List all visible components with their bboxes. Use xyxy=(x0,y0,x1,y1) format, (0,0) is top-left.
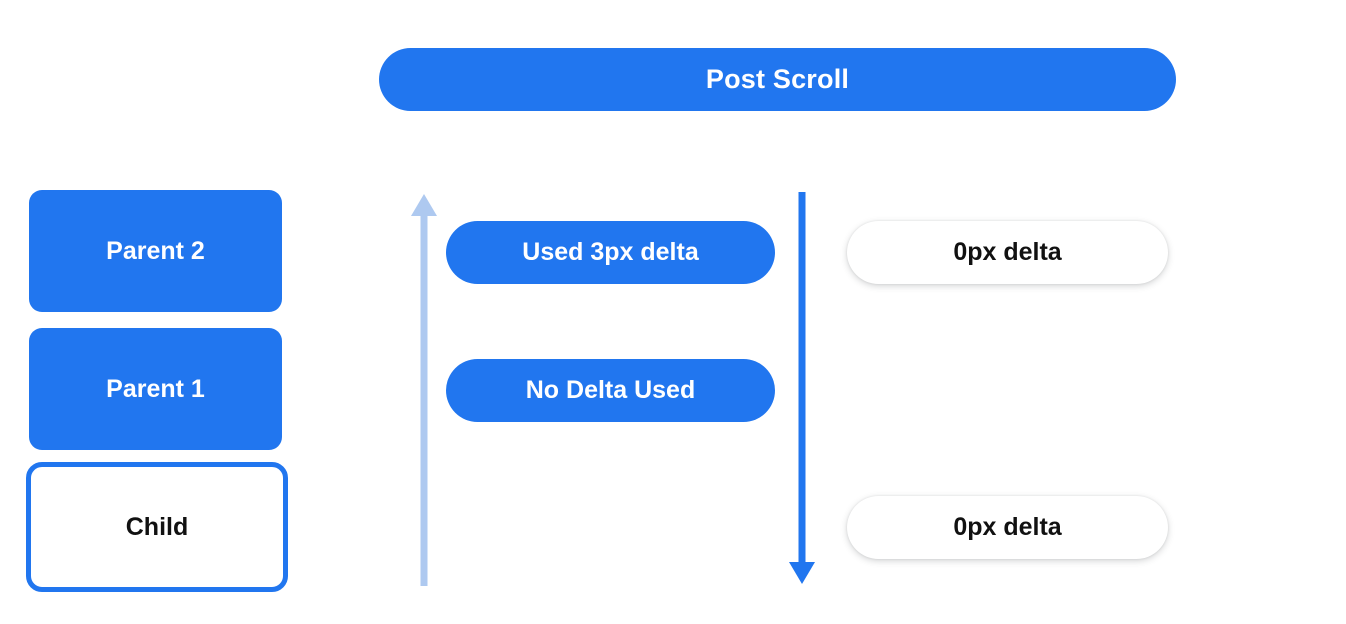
pill-delta-bottom: 0px delta xyxy=(847,496,1168,559)
pill-no-delta-used: No Delta Used xyxy=(446,359,775,422)
pill-no-delta-used-label: No Delta Used xyxy=(525,376,696,404)
pill-delta-bottom-label: 0px delta xyxy=(953,513,1062,541)
stack-box-parent-2: Parent 2 xyxy=(29,190,282,312)
pill-delta-top-label: 0px delta xyxy=(953,238,1062,266)
pill-used-3px-delta-label: Used 3px delta xyxy=(522,238,699,266)
stack-box-child: Child xyxy=(26,462,288,592)
stack-box-parent-1: Parent 1 xyxy=(29,328,282,450)
stack-box-parent-1-label: Parent 1 xyxy=(106,374,205,403)
post-scroll-header-label: Post Scroll xyxy=(705,64,850,94)
pill-used-3px-delta: Used 3px delta xyxy=(446,221,775,284)
scroll-up-arrow-icon xyxy=(411,194,437,586)
pill-delta-top: 0px delta xyxy=(847,221,1168,284)
stack-box-child-label: Child xyxy=(125,512,189,541)
stack-box-parent-2-label: Parent 2 xyxy=(106,236,205,265)
scroll-down-arrow-icon xyxy=(789,192,815,584)
post-scroll-header: Post Scroll xyxy=(379,48,1176,111)
